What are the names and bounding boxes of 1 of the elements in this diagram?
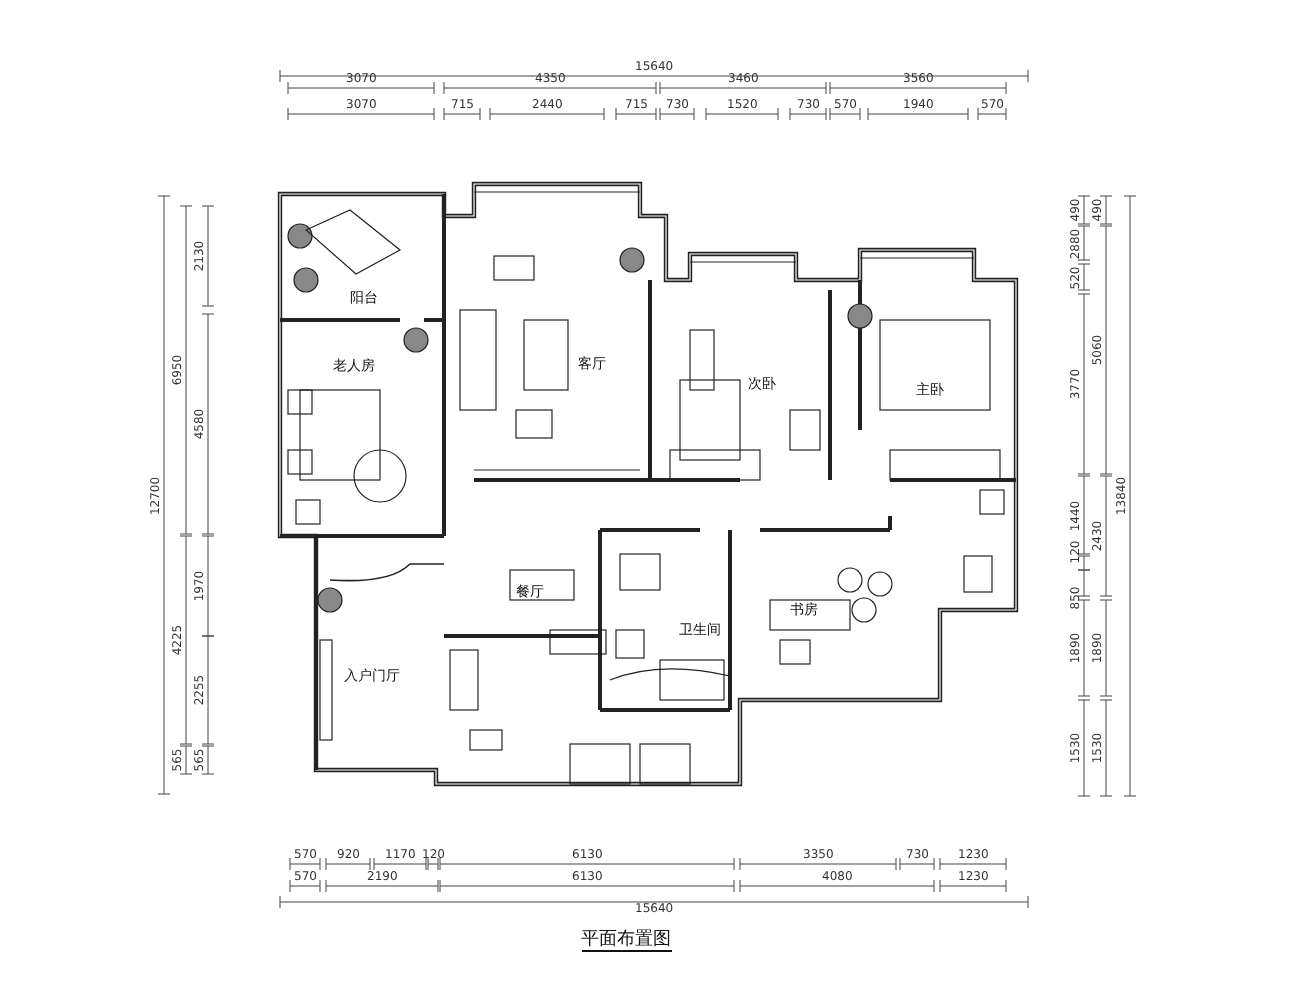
drawing-title: 平面布置图: [581, 930, 671, 952]
